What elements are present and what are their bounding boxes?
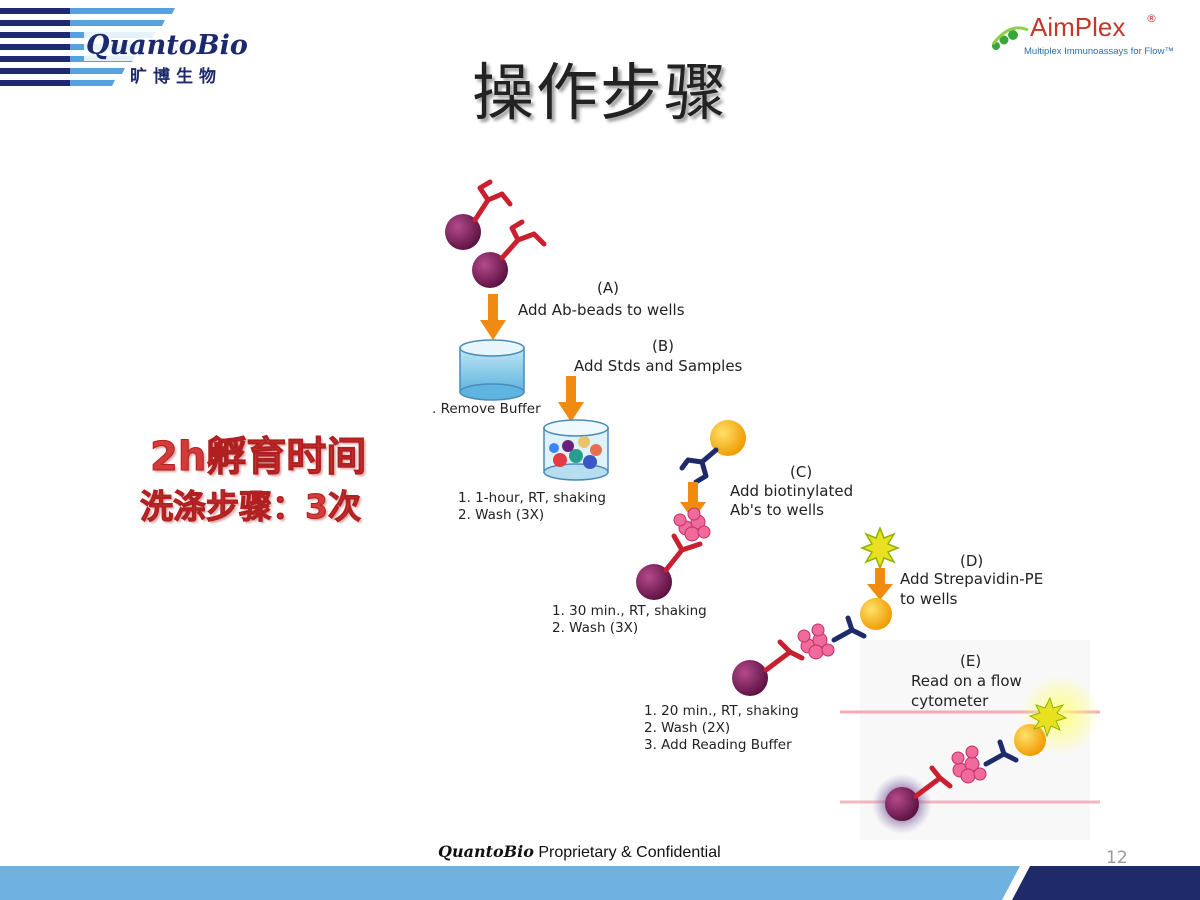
step-b-text: Add Stds and Samples: [574, 357, 743, 375]
arrow-d-icon: [867, 568, 893, 600]
step-d-note-2: 2. Wash (2X): [644, 720, 731, 736]
well-buffer-icon: [459, 339, 525, 401]
full-sandwich-complex-d: [732, 598, 892, 696]
step-b-note-2: 2. Wash (3X): [458, 507, 545, 523]
page-number: 12: [1106, 848, 1128, 868]
step-d-text-2: to wells: [900, 590, 958, 608]
aimplex-logo: AimPlex ® Multiplex Immunoassays for Flo…: [990, 12, 1190, 62]
aimplex-dots-icon: [991, 26, 1029, 50]
step-e-text-2: cytometer: [911, 692, 989, 710]
well-samples-icon: [543, 419, 609, 481]
step-e-letter: (E): [960, 652, 982, 670]
ab-bead-1: [445, 179, 513, 250]
footer-confidential: QuantoBio Proprietary & Confidential: [438, 842, 721, 862]
aimplex-name: AimPlex: [1030, 12, 1126, 42]
footer-text: Proprietary & Confidential: [533, 844, 721, 861]
step-d-text-1: Add Strepavidin-PE: [900, 570, 1044, 588]
assay-workflow-diagram: [445, 179, 1100, 840]
wash-steps-callout: 洗涤步骤：3次: [140, 487, 362, 527]
remove-buffer-label: . Remove Buffer: [432, 401, 541, 417]
footer-bar: [0, 866, 1200, 900]
quantobio-logo-text: QuantoBio: [84, 30, 250, 61]
step-c-text-1: Add biotinylated: [730, 482, 854, 500]
incubation-time-callout: 2h孵育时间: [149, 434, 367, 481]
quantobio-logo: QuantoBio 旷博生物: [0, 6, 270, 88]
page-title: 操作步骤: [471, 56, 728, 129]
step-c-note-1: 1. 30 min., RT, shaking: [552, 603, 707, 619]
step-b-note-1: 1. 1-hour, RT, shaking: [458, 490, 606, 506]
arrow-b-icon: [558, 376, 584, 422]
biotinylated-ab-icon: [679, 420, 746, 485]
arrow-a-icon: [480, 294, 506, 340]
flow-cytometer-read-icon: [840, 640, 1100, 840]
aimplex-registered-mark: ®: [1146, 12, 1157, 25]
step-c-letter: (C): [790, 463, 813, 481]
ab-bead-2: [472, 219, 547, 288]
step-d-note-1: 1. 20 min., RT, shaking: [644, 703, 799, 719]
streptavidin-pe-icon: [859, 525, 901, 571]
aimplex-tagline: Multiplex Immunoassays for Flow™: [1024, 46, 1174, 57]
step-a-text: Add Ab-beads to wells: [518, 301, 685, 319]
step-a-letter: (A): [597, 279, 619, 297]
step-e-text-1: Read on a flow: [911, 672, 1022, 690]
step-c-note-2: 2. Wash (3X): [552, 620, 639, 636]
footer-brand: QuantoBio: [438, 842, 534, 861]
step-d-letter: (D): [960, 552, 984, 570]
step-b-letter: (B): [652, 337, 674, 355]
bead-analyte-complex-c: [636, 507, 711, 600]
step-c-text-2: Ab's to wells: [730, 501, 824, 519]
quantobio-chinese-text: 旷博生物: [130, 67, 222, 87]
step-d-note-3: 3. Add Reading Buffer: [644, 737, 792, 753]
